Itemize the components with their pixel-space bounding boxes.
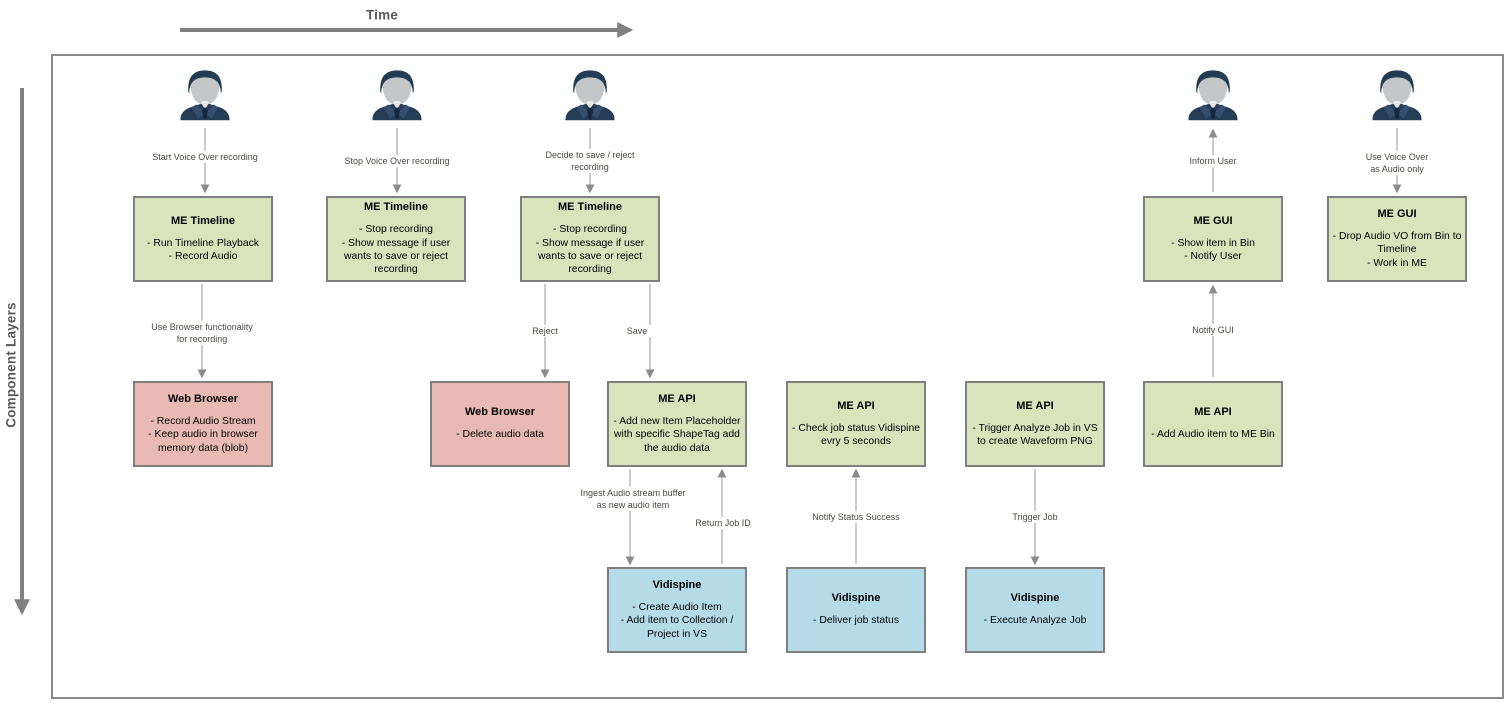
box-body: - Stop recording - Show message if user … bbox=[535, 224, 645, 276]
box-title: ME Timeline bbox=[171, 214, 235, 227]
box-me-timeline-3: ME Timeline - Stop recording - Show mess… bbox=[520, 196, 660, 282]
time-axis-label: Time bbox=[365, 7, 399, 23]
box-me-api-3: ME API - Trigger Analyze Job in VS to cr… bbox=[965, 381, 1105, 467]
box-title: ME Timeline bbox=[558, 201, 622, 214]
box-title: ME Timeline bbox=[364, 201, 428, 214]
component-layers-axis-label: Component Layers bbox=[3, 302, 19, 428]
user-actor-icon bbox=[1188, 70, 1238, 121]
box-vidispine-1: Vidispine - Create Audio Item - Add item… bbox=[607, 567, 747, 653]
box-body: - Record Audio Stream - Keep audio in br… bbox=[148, 416, 258, 454]
label-reject: Reject bbox=[529, 324, 561, 338]
box-title: Vidispine bbox=[652, 578, 702, 591]
label-trigger-job: Trigger Job bbox=[1009, 510, 1061, 524]
user-actor-icon bbox=[180, 70, 230, 121]
label-start-voice-over: Start Voice Over recording bbox=[149, 150, 261, 164]
box-me-timeline-1: ME Timeline - Run Timeline Playback - Re… bbox=[133, 196, 273, 282]
label-notify-status-success: Notify Status Success bbox=[809, 510, 903, 524]
user-actor-icon bbox=[372, 70, 422, 121]
box-title: Web Browser bbox=[167, 392, 239, 405]
box-body: - Deliver job status bbox=[812, 615, 900, 627]
box-title: Web Browser bbox=[464, 406, 536, 419]
diagram-frame bbox=[51, 54, 1504, 699]
box-title: ME GUI bbox=[1193, 214, 1233, 227]
box-body: - Add Audio item to ME Bin bbox=[1151, 429, 1275, 441]
user-actor-icon bbox=[1372, 70, 1422, 121]
box-body: - Delete audio data bbox=[456, 429, 544, 441]
label-use-browser-functionality: Use Browser functionality for recording bbox=[148, 320, 256, 346]
box-me-gui-2: ME GUI - Drop Audio VO from Bin to Timel… bbox=[1327, 196, 1467, 282]
box-me-api-1: ME API - Add new Item Placeholder with s… bbox=[607, 381, 747, 467]
box-title: ME API bbox=[1194, 406, 1232, 419]
box-body: - Check job status Vidispine evry 5 seco… bbox=[791, 422, 921, 448]
label-stop-voice-over: Stop Voice Over recording bbox=[341, 154, 453, 168]
box-body: - Show item in Bin - Notify User bbox=[1171, 237, 1255, 263]
box-vidispine-3: Vidispine - Execute Analyze Job bbox=[965, 567, 1105, 653]
box-web-browser-1: Web Browser - Record Audio Stream - Keep… bbox=[133, 381, 273, 467]
box-body: - Run Timeline Playback - Record Audio bbox=[146, 237, 260, 263]
box-body: - Trigger Analyze Job in VS to create Wa… bbox=[972, 422, 1098, 448]
box-me-timeline-2: ME Timeline - Stop recording - Show mess… bbox=[326, 196, 466, 282]
user-actor-icon bbox=[565, 70, 615, 121]
box-web-browser-2: Web Browser - Delete audio data bbox=[430, 381, 570, 467]
label-notify-gui: Notify GUI bbox=[1189, 323, 1237, 337]
label-return-job-id: Return Job ID bbox=[692, 516, 754, 530]
label-inform-user: Inform User bbox=[1186, 154, 1240, 168]
box-title: Vidispine bbox=[831, 592, 881, 605]
box-title: ME API bbox=[1016, 399, 1054, 412]
box-title: ME GUI bbox=[1377, 207, 1417, 220]
box-title: ME API bbox=[837, 399, 875, 412]
box-vidispine-2: Vidispine - Deliver job status bbox=[786, 567, 926, 653]
box-body: - Drop Audio VO from Bin to Timeline - W… bbox=[1332, 231, 1462, 269]
label-ingest-audio-stream: Ingest Audio stream buffer as new audio … bbox=[577, 486, 689, 512]
label-save: Save bbox=[623, 324, 651, 338]
box-body: - Execute Analyze Job bbox=[983, 615, 1087, 627]
label-decide-save-reject: Decide to save / reject recording bbox=[542, 148, 638, 174]
box-me-api-2: ME API - Check job status Vidispine evry… bbox=[786, 381, 926, 467]
box-me-gui-1: ME GUI - Show item in Bin - Notify User bbox=[1143, 196, 1283, 282]
box-title: ME API bbox=[658, 392, 696, 405]
box-title: Vidispine bbox=[1010, 592, 1060, 605]
label-use-voice-over-audio-only: Use Voice Over as Audio only bbox=[1362, 150, 1432, 176]
box-me-api-4: ME API - Add Audio item to ME Bin bbox=[1143, 381, 1283, 467]
box-body: - Create Audio Item - Add item to Collec… bbox=[620, 602, 734, 640]
box-body: - Stop recording - Show message if user … bbox=[341, 224, 451, 276]
box-body: - Add new Item Placeholder with specific… bbox=[613, 416, 741, 454]
